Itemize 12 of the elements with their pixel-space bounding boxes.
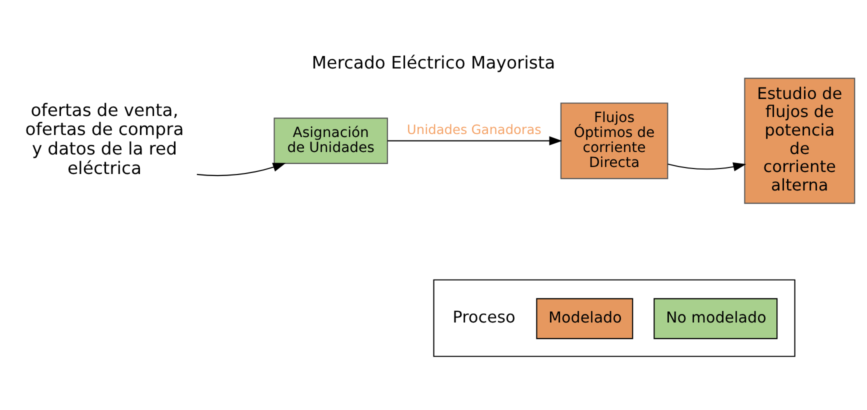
arrow [388,136,562,145]
arrow [196,162,286,176]
node-text: ofertas de venta, ofertas de compra y datos de la red eléctrica [25,100,184,179]
edge-label: Unidades Ganadoras [406,122,542,138]
diagram-title: Mercado Eléctrico Mayorista [312,52,556,73]
node-box: Flujos Óptimos de corriente Directa [560,102,668,179]
legend-label: Modelado [548,308,622,326]
legend-label: No modelado [666,308,766,326]
node-box: Estudio de flujos de potencia de corriente alterna [744,77,856,204]
node-box: Asignación de Unidades [274,117,388,164]
label: Proceso [452,306,516,326]
arrow [668,162,746,171]
